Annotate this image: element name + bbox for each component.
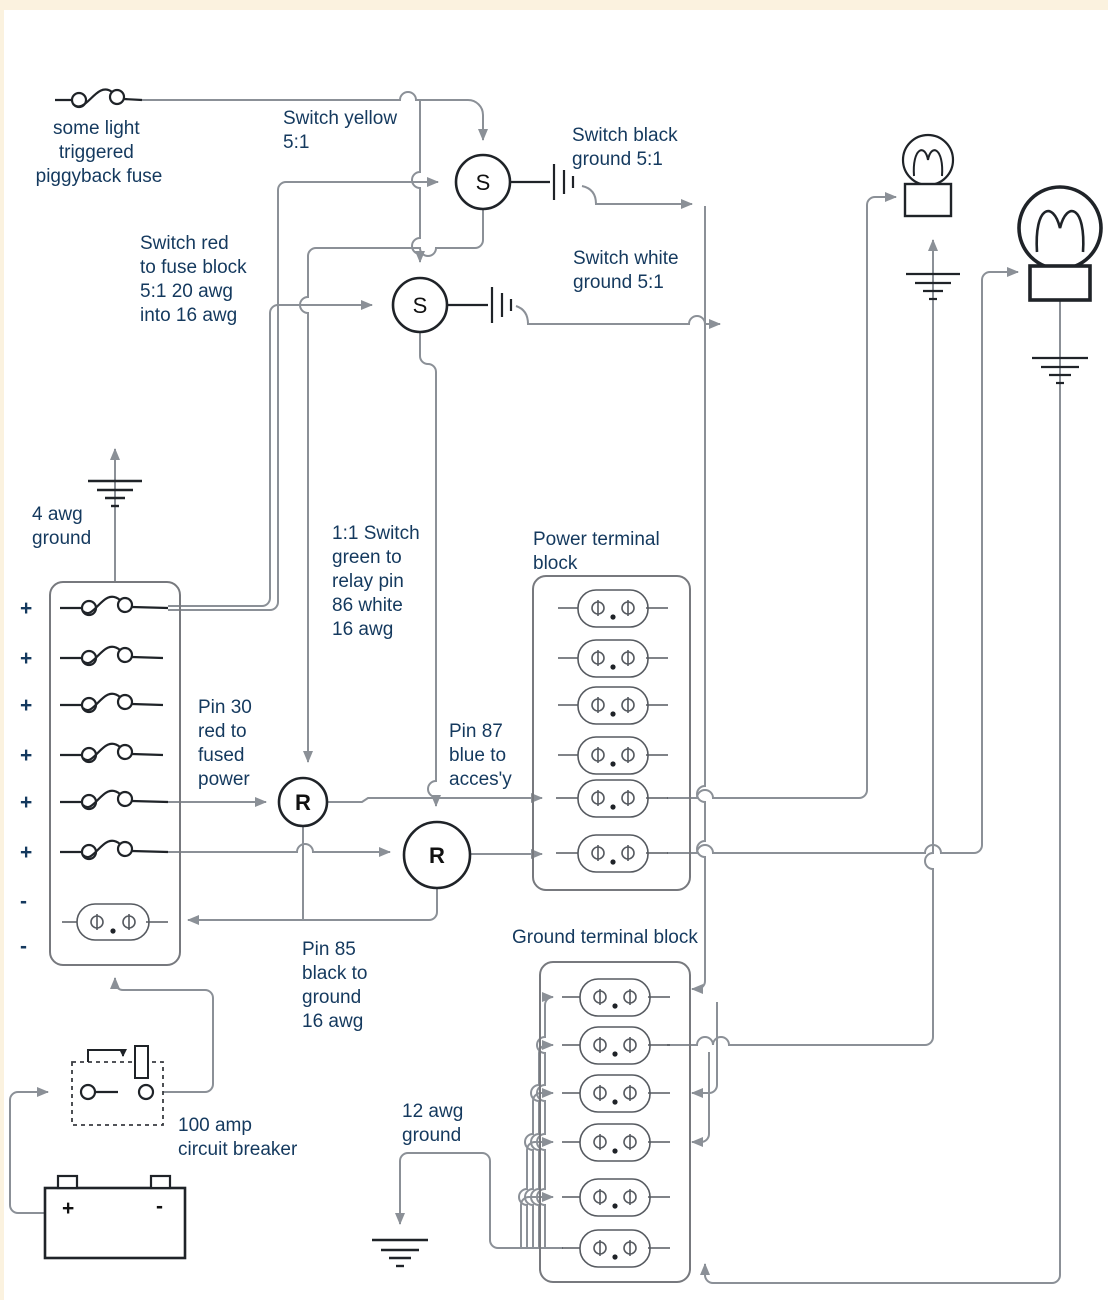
fuse-plus-label: + xyxy=(20,744,32,767)
fuse-plus-label: + xyxy=(20,791,32,814)
label-piggyback-fuse: some light triggered piggyback fuse xyxy=(36,118,163,187)
wire-switch1-ground-out xyxy=(581,185,693,209)
fuse-minus-label: - xyxy=(20,890,27,913)
switch1-letter: S xyxy=(476,170,491,195)
diagram-canvas: S S R R xyxy=(4,10,1108,1300)
switch-1: S xyxy=(454,153,575,211)
fuse-row xyxy=(60,789,169,811)
breaker-lever xyxy=(87,1049,127,1062)
ground-symbol-small-bulb xyxy=(906,272,960,301)
terminal xyxy=(562,1178,670,1217)
relay-1: R xyxy=(277,776,329,828)
switch2-letter: S xyxy=(413,293,428,318)
relay1-letter: R xyxy=(295,790,311,815)
fuse-plus-label: + xyxy=(20,841,32,864)
wire-relay-grounds xyxy=(187,888,438,925)
terminal xyxy=(562,1123,670,1162)
wire-fuse6-to-relay2 xyxy=(168,843,391,857)
fuse-block-negative-terminal xyxy=(62,903,168,941)
wires xyxy=(9,91,1061,1284)
wire-branch-to-switch2 xyxy=(411,101,425,263)
label-12awg-ground: 12 awg ground xyxy=(402,1101,469,1146)
wire-ground-row3-feed xyxy=(691,1002,718,1098)
wire-bus-row5 xyxy=(520,1192,554,1248)
switch-2: S xyxy=(391,276,513,334)
fuse-row xyxy=(60,595,169,617)
fuse-plus-label: + xyxy=(20,597,32,620)
label-switch-black-ground: Switch black ground 5:1 xyxy=(572,125,683,170)
label-4awg-ground: 4 awg ground xyxy=(32,504,91,549)
wiring-diagram: S S R R xyxy=(9,88,1103,1284)
fuse-rows xyxy=(60,595,169,861)
ground-symbol-12awg xyxy=(372,1238,428,1268)
wire-piggyback-to-switch1 xyxy=(142,91,488,141)
fuse-plus-label: + xyxy=(20,694,32,717)
ground-symbol-4awg xyxy=(88,479,142,508)
fuse-block: + + + + + + - - xyxy=(20,581,181,966)
wire-relay1-out xyxy=(327,793,543,803)
circuit-breaker xyxy=(71,1045,164,1126)
fuse-plus-label: + xyxy=(20,647,32,670)
wire-switch2-ground-out xyxy=(515,305,721,329)
label-switch-yellow: Switch yellow 5:1 xyxy=(283,108,402,153)
terminal xyxy=(562,1229,670,1268)
label-power-block: Power terminal block xyxy=(533,529,665,574)
ground-terminal-block xyxy=(539,961,691,1283)
wire-bus-row4 xyxy=(518,1137,554,1248)
wire-breaker-to-fuseblock xyxy=(110,977,214,1093)
terminal xyxy=(556,834,668,873)
label-pin87: Pin 87 blue to acces'y xyxy=(449,721,512,790)
power-terminal-block xyxy=(532,575,691,891)
label-pin30: Pin 30 red to fused power xyxy=(198,697,257,790)
fuse-row xyxy=(60,839,169,861)
fuse-row xyxy=(60,742,164,764)
wire-small-bulb-ground xyxy=(667,239,938,1046)
wire-fuse-to-switch1 xyxy=(168,177,439,611)
terminal xyxy=(562,1026,670,1065)
wire-row6-to-big-bulb xyxy=(667,267,1019,854)
terminal xyxy=(562,1074,670,1113)
wire-12awg-ground xyxy=(395,1152,563,1249)
label-switch-red: Switch red to fuse block 5:1 20 awg into… xyxy=(140,233,252,326)
wire-big-bulb-ground xyxy=(700,300,1061,1284)
wire-switch2-to-relay2 xyxy=(419,332,441,807)
big-bulb xyxy=(1017,185,1103,302)
piggyback-fuse-symbol xyxy=(55,88,143,109)
label-switch-white-ground: Switch white ground 5:1 xyxy=(573,248,684,293)
fuse-minus-label: - xyxy=(20,935,27,958)
fuse-row xyxy=(60,692,164,714)
battery-minus-label: - xyxy=(156,1195,163,1218)
ground-symbol-big-bulb xyxy=(1032,356,1088,385)
relay2-letter: R xyxy=(429,843,445,868)
terminal xyxy=(558,736,668,775)
wire-ground-row4-feed xyxy=(691,1052,710,1147)
wire-bus-row2 xyxy=(530,1040,554,1248)
wire-row5-to-small-bulb xyxy=(667,192,897,799)
terminal xyxy=(558,639,668,678)
label-ground-block: Ground terminal block xyxy=(512,927,698,948)
small-bulb xyxy=(901,133,955,218)
text-labels: some light triggered piggyback fuse Swit… xyxy=(32,108,698,1160)
wire-fuse-to-switch2 xyxy=(168,300,373,607)
relay-2: R xyxy=(402,820,472,890)
terminal xyxy=(562,978,670,1017)
power-terminals xyxy=(556,589,668,873)
terminal xyxy=(556,779,668,818)
wire-battery-to-breaker xyxy=(9,1087,49,1214)
wire-corridor-to-ground-row1 xyxy=(691,206,706,994)
label-switch-green: 1:1 Switch green to relay pin 86 white 1… xyxy=(332,523,425,640)
battery-plus-label: + xyxy=(62,1197,74,1220)
ground-terminals xyxy=(562,978,670,1268)
terminal xyxy=(558,589,668,628)
terminal xyxy=(558,686,668,725)
label-breaker: 100 amp circuit breaker xyxy=(178,1115,298,1160)
fuse-row xyxy=(60,645,164,667)
battery: + - xyxy=(43,1174,187,1260)
label-pin85: Pin 85 black to ground 16 awg xyxy=(302,939,373,1032)
wire-switch1-to-relay1 xyxy=(299,209,484,763)
